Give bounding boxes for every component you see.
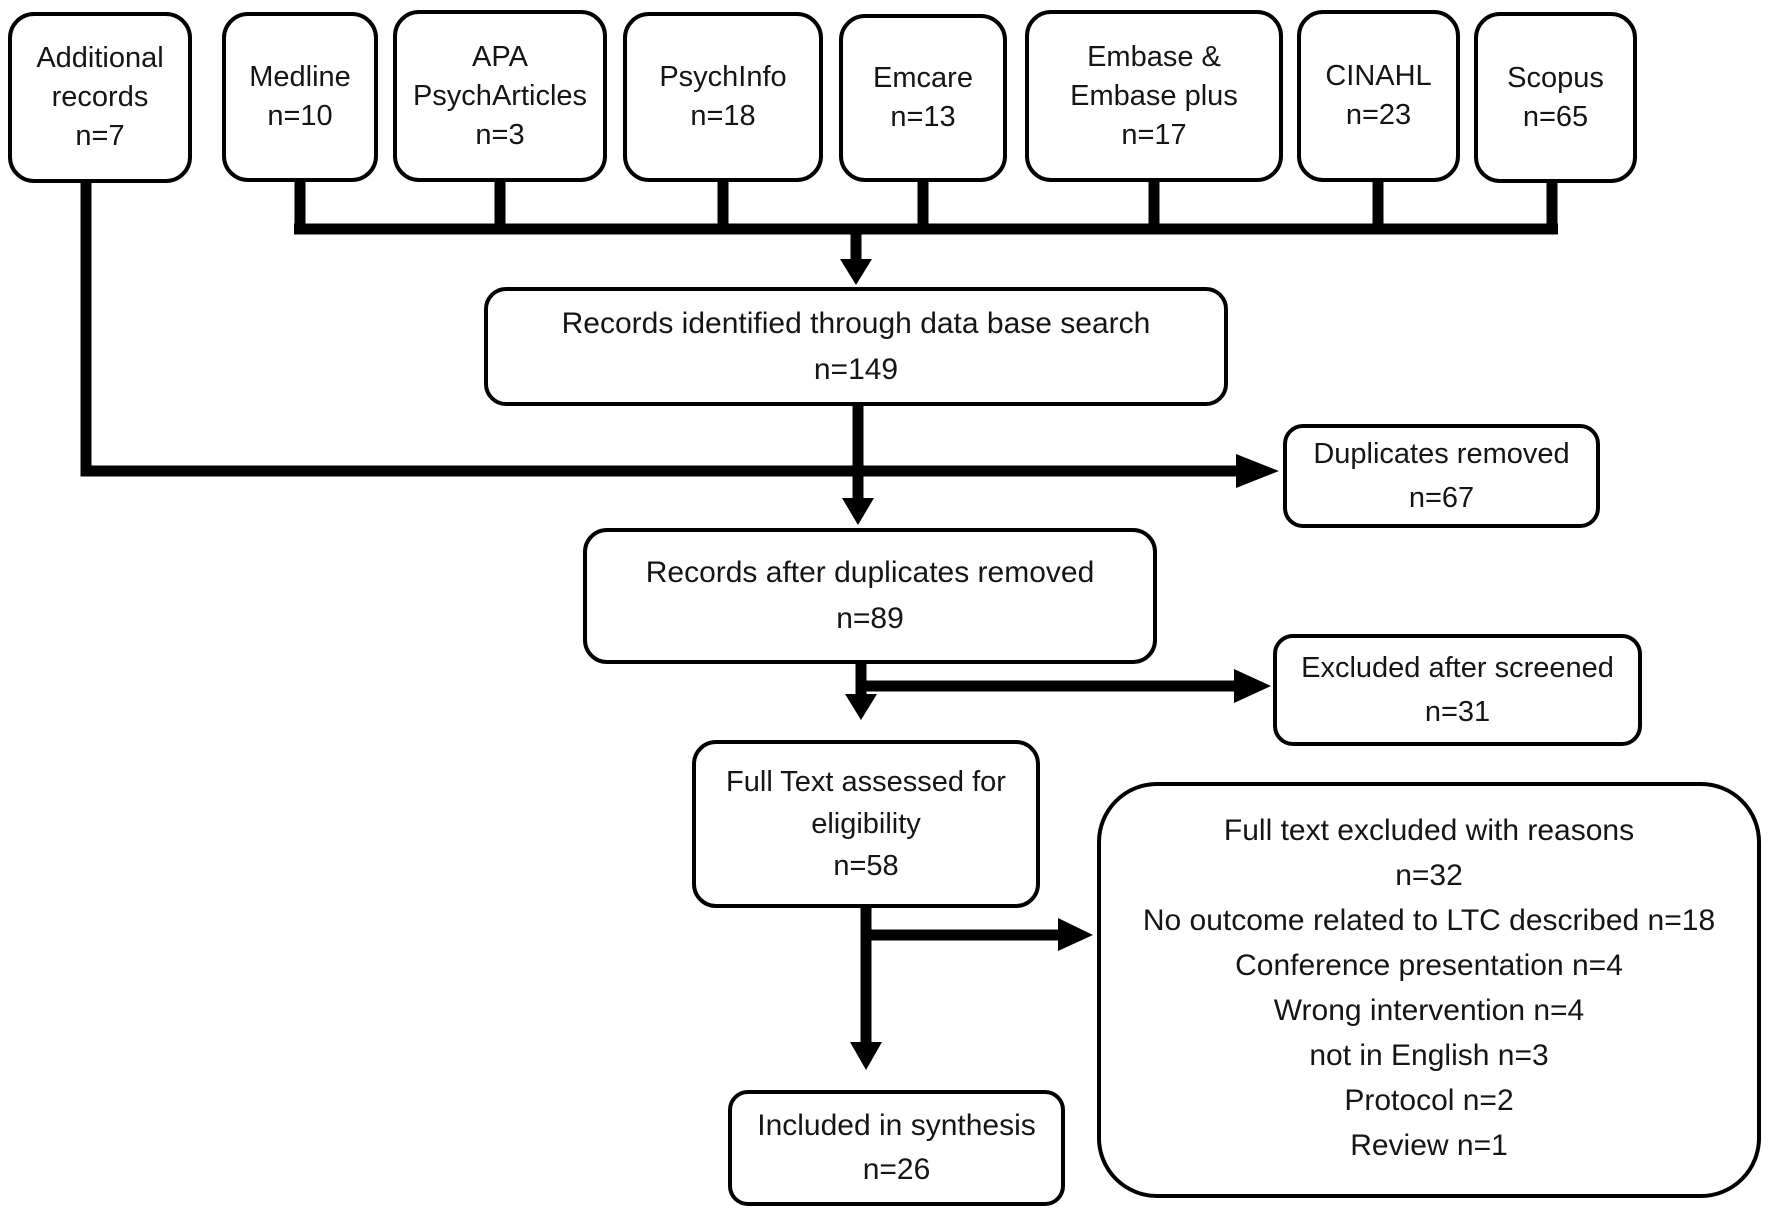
box-excluded-after-screened-line: Excluded after screened (1301, 652, 1614, 684)
box-full-text-excluded-reasons-line: No outcome related to LTC described n=18 (1142, 904, 1716, 937)
arrowhead-excluded-screened (1234, 669, 1271, 703)
box-full-text-excluded-reasons-line: Full text excluded with reasons (1223, 814, 1635, 847)
box-records-after-duplicates-line: n=89 (836, 602, 904, 635)
arrowhead-excluded-reasons (1058, 918, 1093, 951)
box-included-in-synthesis-line: Included in synthesis (757, 1109, 1036, 1142)
box-full-text-excluded-reasons-line: Conference presentation n=4 (1235, 949, 1623, 982)
box-full-text-assessed-line: eligibility (811, 808, 921, 840)
box-medline-line: n=10 (267, 100, 333, 132)
box-emcare-line: Emcare (873, 62, 973, 94)
box-additional-records-line: Additional (36, 42, 164, 74)
box-cinahl: CINAHL n=23 (1297, 10, 1460, 182)
box-emcare: Emcare n=13 (839, 14, 1007, 182)
box-full-text-assessed: Full Text assessed for eligibility n=58 (692, 740, 1040, 908)
box-duplicates-removed-line: Duplicates removed (1313, 438, 1570, 470)
box-scopus-line: Scopus (1507, 61, 1604, 94)
box-cinahl-line: n=23 (1345, 99, 1412, 131)
box-excluded-after-screened-line: n=31 (1424, 696, 1491, 728)
box-psychinfo-line: PsychInfo (659, 61, 787, 93)
arrowhead-fulltext (845, 694, 877, 720)
box-full-text-excluded-reasons: Full text excluded with reasons n=32 No … (1097, 782, 1761, 1198)
box-records-identified: Records identified through data base sea… (484, 287, 1228, 406)
arrowhead-included (850, 1042, 882, 1070)
box-full-text-assessed-line: n=58 (833, 850, 899, 882)
box-records-after-duplicates: Records after duplicates removed n=89 (583, 528, 1157, 664)
box-full-text-excluded-reasons-line: n=32 (1395, 859, 1463, 892)
box-included-in-synthesis-line: n=26 (862, 1153, 931, 1186)
box-scopus: Scopus n=65 (1474, 12, 1637, 183)
box-records-identified-line: Records identified through data base sea… (561, 306, 1151, 340)
arrowhead-duplicates (1236, 454, 1279, 488)
box-embase-line: Embase plus (1070, 79, 1238, 112)
box-cinahl-line: CINAHL (1325, 60, 1432, 92)
box-additional-records-line: n=7 (75, 120, 125, 152)
box-embase: Embase & Embase plus n=17 (1025, 10, 1283, 182)
box-additional-records: Additional records n=7 (8, 12, 192, 183)
box-additional-records-line: records (51, 81, 149, 113)
box-records-identified-line: n=149 (813, 352, 899, 386)
box-apa-psycharticles-line: PsychArticles (412, 79, 588, 112)
box-apa-psycharticles-line: APA (472, 40, 528, 73)
box-full-text-excluded-reasons-line: not in English n=3 (1309, 1039, 1549, 1072)
arrowhead-identified (840, 259, 872, 285)
box-embase-line: Embase & (1087, 40, 1221, 73)
box-psychinfo: PsychInfo n=18 (623, 12, 823, 182)
box-medline: Medline n=10 (222, 12, 378, 182)
arrowhead-after-duplicates (842, 498, 874, 525)
box-psychinfo-line: n=18 (690, 100, 756, 132)
box-duplicates-removed-line: n=67 (1408, 482, 1475, 514)
box-excluded-after-screened: Excluded after screened n=31 (1273, 634, 1642, 746)
box-scopus-line: n=65 (1522, 100, 1589, 133)
box-duplicates-removed: Duplicates removed n=67 (1283, 424, 1600, 528)
box-embase-line: n=17 (1121, 118, 1187, 151)
box-full-text-excluded-reasons-line: Protocol n=2 (1344, 1084, 1514, 1117)
box-apa-psycharticles: APA PsychArticles n=3 (393, 10, 607, 182)
box-full-text-assessed-line: Full Text assessed for (726, 766, 1006, 798)
box-full-text-excluded-reasons-line: Review n=1 (1350, 1129, 1508, 1162)
box-medline-line: Medline (249, 61, 351, 93)
box-emcare-line: n=13 (890, 101, 956, 133)
box-records-after-duplicates-line: Records after duplicates removed (645, 556, 1095, 589)
box-full-text-excluded-reasons-line: Wrong intervention n=4 (1273, 994, 1585, 1027)
box-included-in-synthesis: Included in synthesis n=26 (728, 1090, 1065, 1206)
box-apa-psycharticles-line: n=3 (475, 118, 525, 151)
